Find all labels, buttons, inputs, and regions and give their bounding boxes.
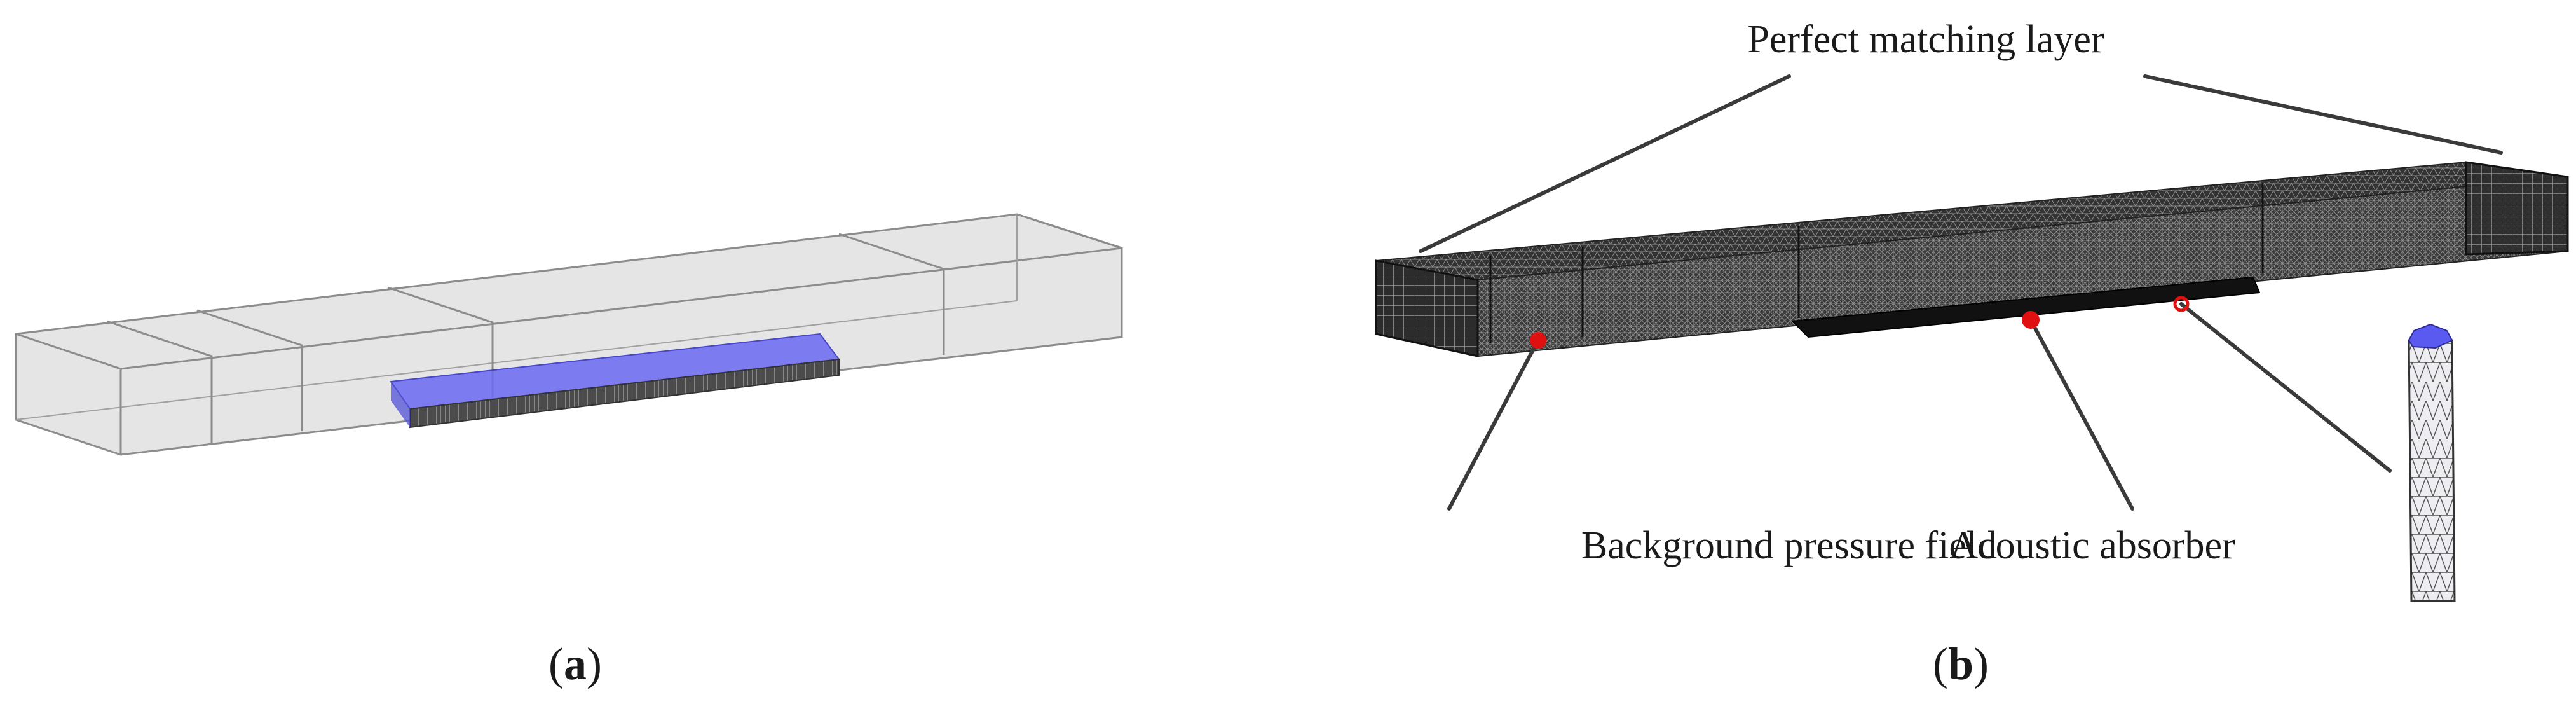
leader-pml-left [1419,74,1791,253]
leader-rod [2179,302,2392,473]
pml-left-block [1375,259,1479,357]
caption-a: (a) [549,639,602,689]
mesh-section-dividers [1489,183,2264,343]
label-acoustic-absorber: Acoustic absorber [1949,524,2235,567]
pml-right-block [2465,161,2569,256]
leader-lines [1419,74,2503,511]
duct-bottom-back-edge [15,300,1018,420]
label-perfect-matching-layer: Perfect matching layer [1747,18,2104,61]
probe-point-absorber [2022,311,2040,329]
rod-body [2408,339,2456,602]
mesh-absorber-slab [1790,276,2261,338]
absorber-rod-element [2408,323,2456,602]
leader-absorber [2029,318,2134,511]
duct-section-dividers [15,213,1123,455]
rod-top-cap [2408,323,2453,349]
label-background-pressure-field: Background pressure field [1581,524,1997,567]
probe-point-background [1530,332,1546,349]
absorber-end-face [391,382,410,427]
probe-point-rod [2173,296,2190,312]
leader-pml-right [2143,74,2503,155]
panel-b-mesh-model [1375,161,2569,602]
panel-a-model [15,213,1123,456]
duct-body [15,213,1123,456]
leader-background [1447,338,1540,511]
duct-top-front-edge [120,247,1122,370]
caption-b: (b) [1933,639,1989,689]
